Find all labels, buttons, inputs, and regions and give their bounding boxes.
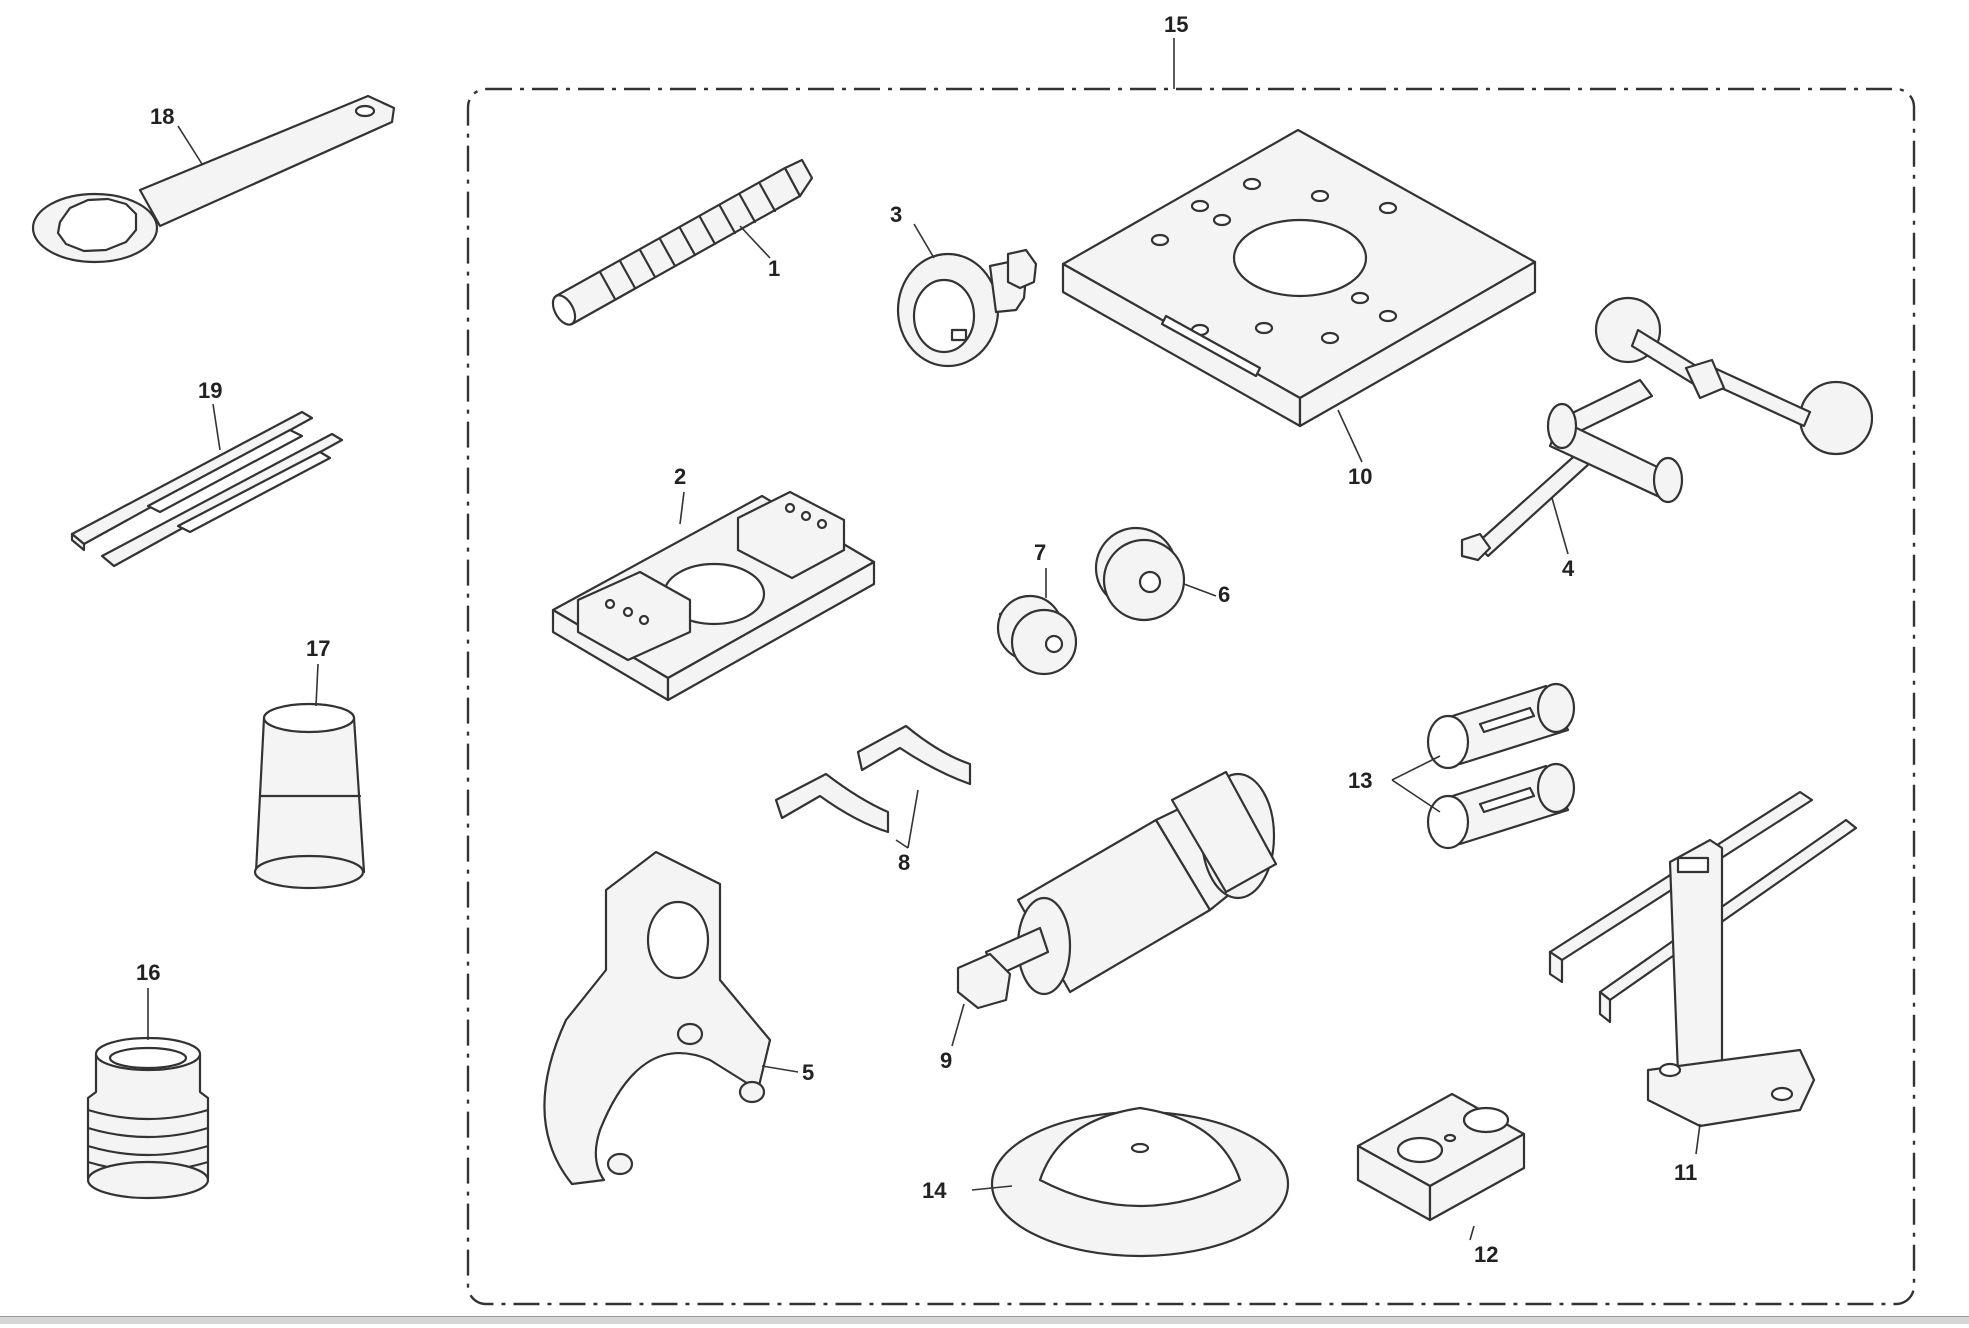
part-7-small-bushing <box>996 568 1078 676</box>
bottom-edge-bar <box>0 1316 1969 1324</box>
part-9-press-tool <box>951 770 1278 1047</box>
callout-18: 18 <box>150 104 174 129</box>
callout-3: 3 <box>890 202 902 227</box>
callout-6: 6 <box>1218 582 1230 607</box>
part-6-large-bushing <box>1094 526 1217 622</box>
callout-4: 4 <box>1562 556 1575 581</box>
part-16-stepped-collar <box>86 988 210 1200</box>
part-1-threaded-rod <box>551 158 814 326</box>
kit-frame-15 <box>466 38 1916 1306</box>
part-4-puller <box>1460 296 1874 562</box>
part-2-holder-block <box>551 490 876 702</box>
callout-12: 12 <box>1474 1242 1498 1267</box>
part-18-ring-spanner <box>31 94 396 264</box>
callout-17: 17 <box>306 636 330 661</box>
part-12-drilled-block <box>1356 1092 1526 1241</box>
part-10-base-plate <box>1061 128 1537 463</box>
callout-2: 2 <box>674 464 686 489</box>
part-17-tapered-sleeve <box>253 663 366 890</box>
callout-13: 13 <box>1348 768 1372 793</box>
part-11-stand <box>1548 790 1858 1155</box>
callout-19: 19 <box>198 378 222 403</box>
callout-8: 8 <box>898 850 910 875</box>
callout-14: 14 <box>922 1178 947 1203</box>
callout-10: 10 <box>1348 464 1372 489</box>
callout-9: 9 <box>940 1048 952 1073</box>
callout-16: 16 <box>136 960 160 985</box>
part-5-fork-tool <box>543 850 799 1186</box>
part-14-domed-disc <box>971 1106 1290 1258</box>
part-8-half-shells <box>774 724 972 849</box>
part-19-slotted-plates <box>70 403 344 568</box>
part-13-slotted-sleeves <box>1391 682 1576 850</box>
callout-11: 11 <box>1674 1160 1697 1185</box>
callout-1: 1 <box>768 256 780 281</box>
part-3-adapter-socket <box>896 223 1038 368</box>
callout-7: 7 <box>1034 540 1046 565</box>
callout-15: 15 <box>1164 12 1188 37</box>
callout-5: 5 <box>802 1060 814 1085</box>
